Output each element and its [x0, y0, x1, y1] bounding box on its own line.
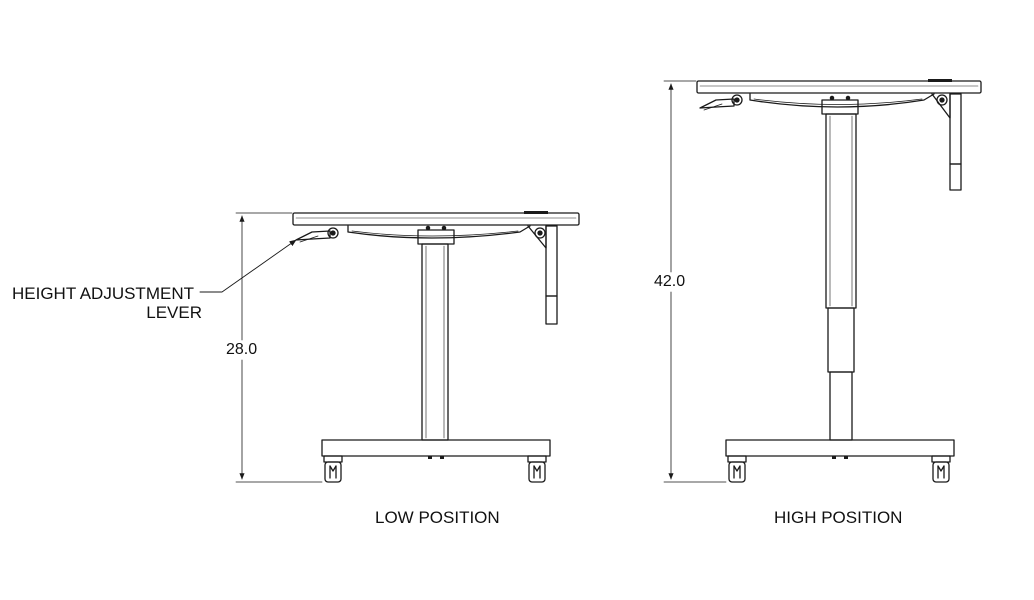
high-column-lower [829, 371, 853, 441]
low-desktop [292, 212, 580, 226]
high-column-upper [825, 113, 857, 309]
low-height-dimension: 28.0 [226, 341, 258, 358]
low-side-leg [545, 225, 558, 297]
high-column-middle [827, 307, 855, 373]
low-caster-left [323, 455, 343, 483]
low-position-desk [199, 211, 580, 483]
high-caster-left [727, 455, 747, 483]
high-base [725, 439, 955, 457]
low-under-bracket [347, 225, 531, 239]
high-position-desk [663, 79, 982, 483]
high-desktop [696, 80, 982, 94]
high-caster-right [931, 455, 951, 483]
high-lever-pivot [731, 94, 743, 106]
low-base [321, 439, 551, 457]
high-lever-handle [699, 98, 735, 109]
low-lever-handle [295, 230, 331, 241]
low-column-mount [417, 229, 455, 245]
low-position-caption: LOW POSITION [375, 508, 500, 527]
high-side-leg-foot [949, 163, 962, 191]
lever-leader-line [199, 239, 297, 293]
high-side-leg [949, 93, 962, 165]
lever-label-line1: HEIGHT ADJUSTMENT [12, 284, 194, 303]
lever-label-line2: LEVER [146, 303, 202, 322]
high-position-caption: HIGH POSITION [774, 508, 903, 527]
low-side-leg-foot [545, 295, 558, 325]
low-caster-right [527, 455, 547, 483]
high-height-dimension: 42.0 [654, 273, 686, 290]
low-lever-pivot [327, 227, 339, 239]
high-under-bracket [749, 93, 935, 108]
